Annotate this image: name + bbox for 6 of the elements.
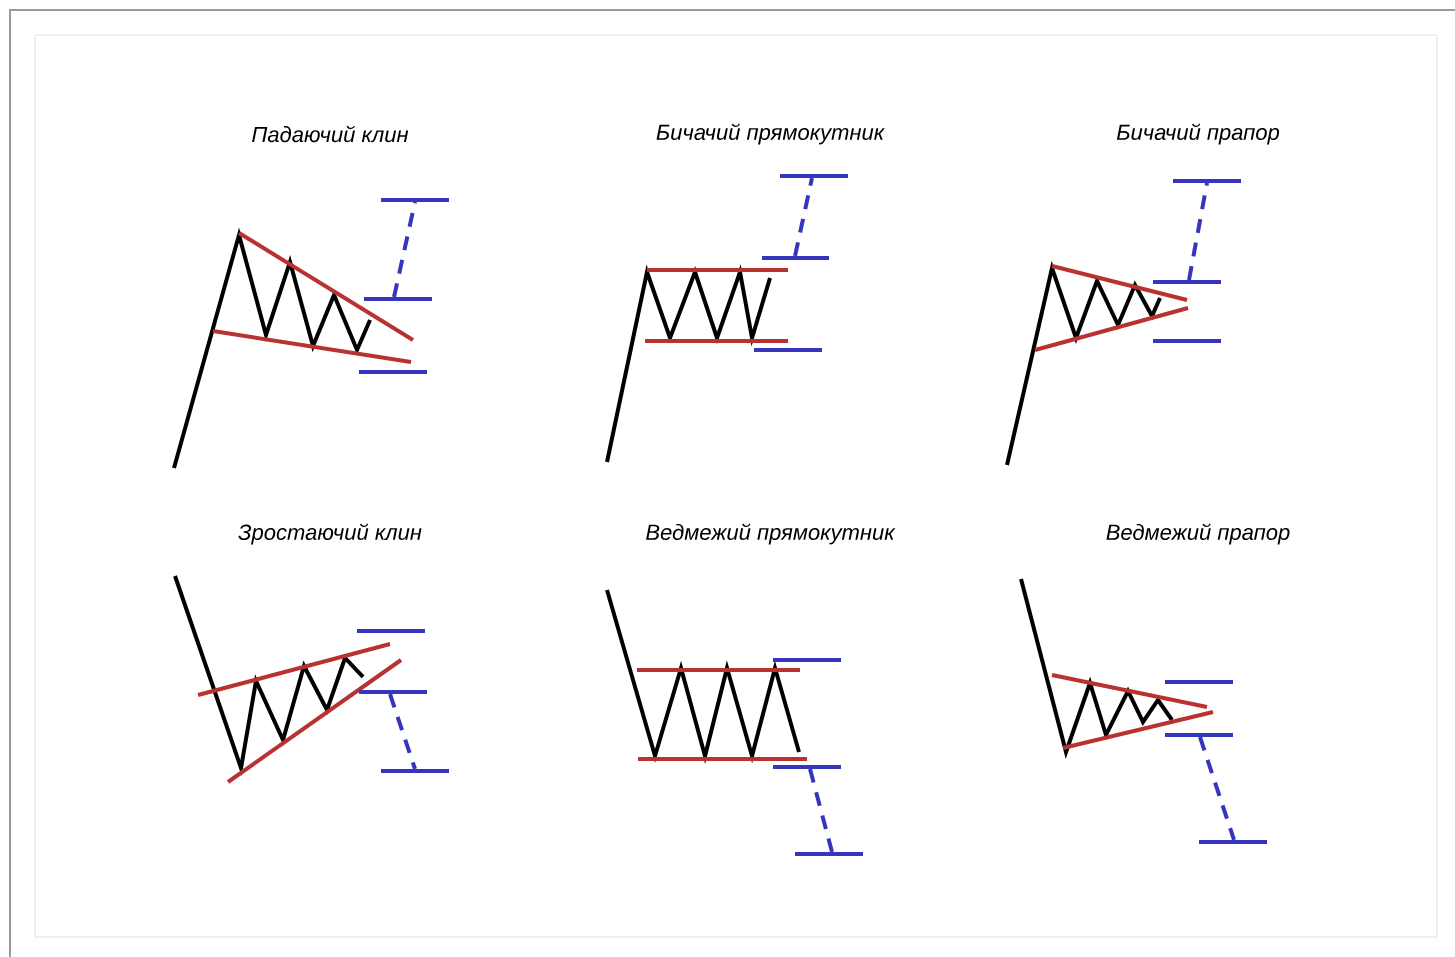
- pattern-title: Падаючий клин: [252, 125, 409, 143]
- pattern-title: Ведмежий прапор: [1106, 523, 1290, 545]
- pattern-title: Ведмежий прямокутник: [646, 523, 896, 545]
- pattern-title: Бичачий прапор: [1116, 123, 1280, 145]
- pattern-title: Зростаючий клин: [238, 523, 422, 545]
- pattern-title: Бичачий прямокутник: [656, 123, 885, 145]
